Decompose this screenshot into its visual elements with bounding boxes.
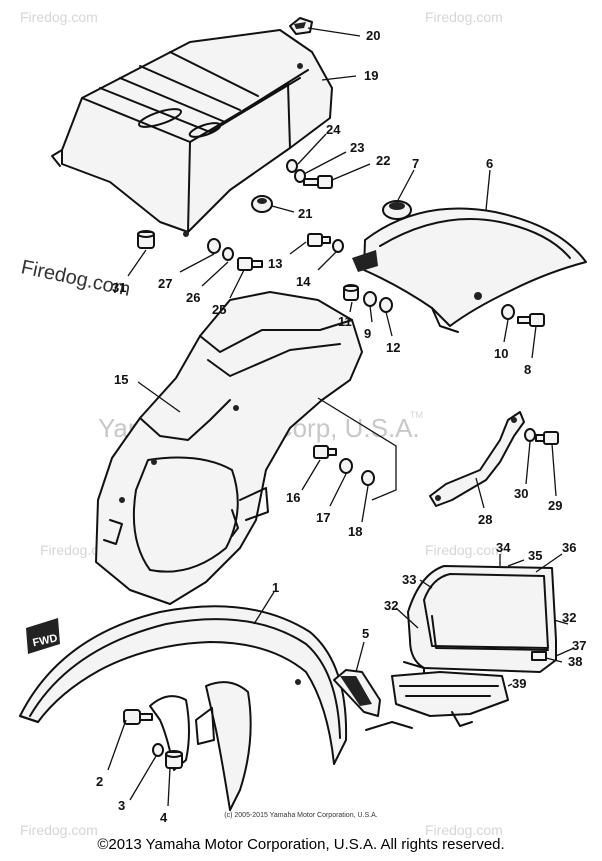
callout-38: 38 — [568, 654, 582, 669]
callout-14: 14 — [296, 274, 311, 289]
bracket-line-fender-bolts — [317, 397, 397, 501]
callout-13: 13 — [268, 256, 282, 271]
part-washer-10 — [501, 304, 515, 320]
callout-23: 23 — [350, 140, 364, 155]
callout-5: 5 — [362, 626, 369, 641]
trademark-mark: TM — [410, 410, 423, 420]
callout-35: 35 — [528, 548, 542, 563]
part-washer-27 — [207, 238, 221, 254]
callout-29: 29 — [548, 498, 562, 513]
part-collar-11 — [343, 284, 359, 301]
callout-31: 31 — [112, 280, 126, 295]
part-inner-fender — [95, 291, 363, 605]
part-bracket-5 — [333, 669, 381, 717]
part-washer-12 — [379, 297, 393, 313]
part-cap-7 — [382, 200, 412, 220]
callout-27: 27 — [158, 276, 172, 291]
callout-39: 39 — [512, 676, 526, 691]
callout-25: 25 — [212, 302, 226, 317]
callout-32-right: 32 — [562, 610, 576, 625]
fwd-label: FWD — [32, 632, 59, 649]
copyright-text: ©2013 Yamaha Motor Corporation, U.S.A. A… — [97, 836, 505, 853]
callout-11: 11 — [338, 314, 352, 329]
part-bolt-8 — [517, 313, 545, 327]
callout-28: 28 — [478, 512, 492, 527]
leader-lines — [107, 27, 575, 807]
part-reflector-assembly — [365, 565, 557, 731]
part-washer-24 — [286, 159, 298, 173]
callout-12: 12 — [386, 340, 400, 355]
callout-16: 16 — [286, 490, 300, 505]
callout-6: 6 — [486, 156, 493, 171]
callout-34: 34 — [496, 540, 511, 555]
callout-20: 20 — [366, 28, 380, 43]
part-collar-4 — [165, 750, 183, 769]
part-washer-23 — [294, 169, 306, 183]
callout-8: 8 — [524, 362, 531, 377]
callout-3: 3 — [118, 798, 125, 813]
part-rear-fender — [352, 207, 587, 333]
callout-33: 33 — [402, 572, 416, 587]
watermark-top-right: Firedog.com — [425, 9, 503, 25]
part-washer-9 — [363, 291, 377, 307]
callout-24: 24 — [326, 122, 341, 137]
copyright-small-text: (c) 2005-2015 Yamaha Motor Corporation, … — [224, 812, 378, 819]
part-washer-30 — [524, 428, 536, 442]
callout-1: 1 — [272, 580, 279, 595]
callout-2: 2 — [96, 774, 103, 789]
part-bolt-25 — [237, 257, 263, 271]
callout-26: 26 — [186, 290, 200, 305]
callout-9: 9 — [364, 326, 371, 341]
callout-36: 36 — [562, 540, 576, 555]
watermark-bottom-right: Firedog.com — [425, 822, 503, 838]
watermark-mid-right: Firedog.com — [425, 542, 503, 558]
callout-37: 37 — [572, 638, 586, 653]
part-bolt-29 — [535, 431, 559, 445]
part-bolt-16 — [313, 445, 337, 459]
part-washer-26 — [222, 247, 234, 261]
fwd-direction-tag: FWD — [26, 618, 60, 654]
callout-10: 10 — [494, 346, 508, 361]
callout-18: 18 — [348, 524, 362, 539]
part-front-fender — [19, 605, 348, 811]
callout-30: 30 — [514, 486, 528, 501]
callout-17: 17 — [316, 510, 330, 525]
callout-22: 22 — [376, 153, 390, 168]
callout-32-left: 32 — [384, 598, 398, 613]
part-seat-base — [51, 29, 333, 237]
part-bolt-2 — [123, 709, 153, 725]
callout-7: 7 — [412, 156, 419, 171]
part-washer-17 — [339, 458, 353, 474]
part-washer-18 — [361, 470, 375, 486]
part-grommet-20 — [289, 17, 313, 35]
callout-numbers: 20 19 24 23 22 21 7 6 31 27 26 25 13 14 … — [96, 28, 586, 825]
callout-4: 4 — [160, 810, 168, 825]
callout-19: 19 — [364, 68, 378, 83]
part-stay-28 — [429, 411, 525, 507]
callout-15: 15 — [114, 372, 128, 387]
callout-21: 21 — [298, 206, 312, 221]
part-washer-3 — [152, 743, 164, 757]
part-bolt-13 — [307, 233, 331, 247]
part-washer-14 — [332, 239, 344, 253]
part-bolt-22 — [303, 175, 333, 189]
part-cap-21 — [251, 195, 273, 213]
watermark-top-left: Firedog.com — [20, 9, 98, 25]
watermark-bottom-left: Firedog.com — [20, 822, 98, 838]
part-nut-31 — [137, 230, 155, 249]
